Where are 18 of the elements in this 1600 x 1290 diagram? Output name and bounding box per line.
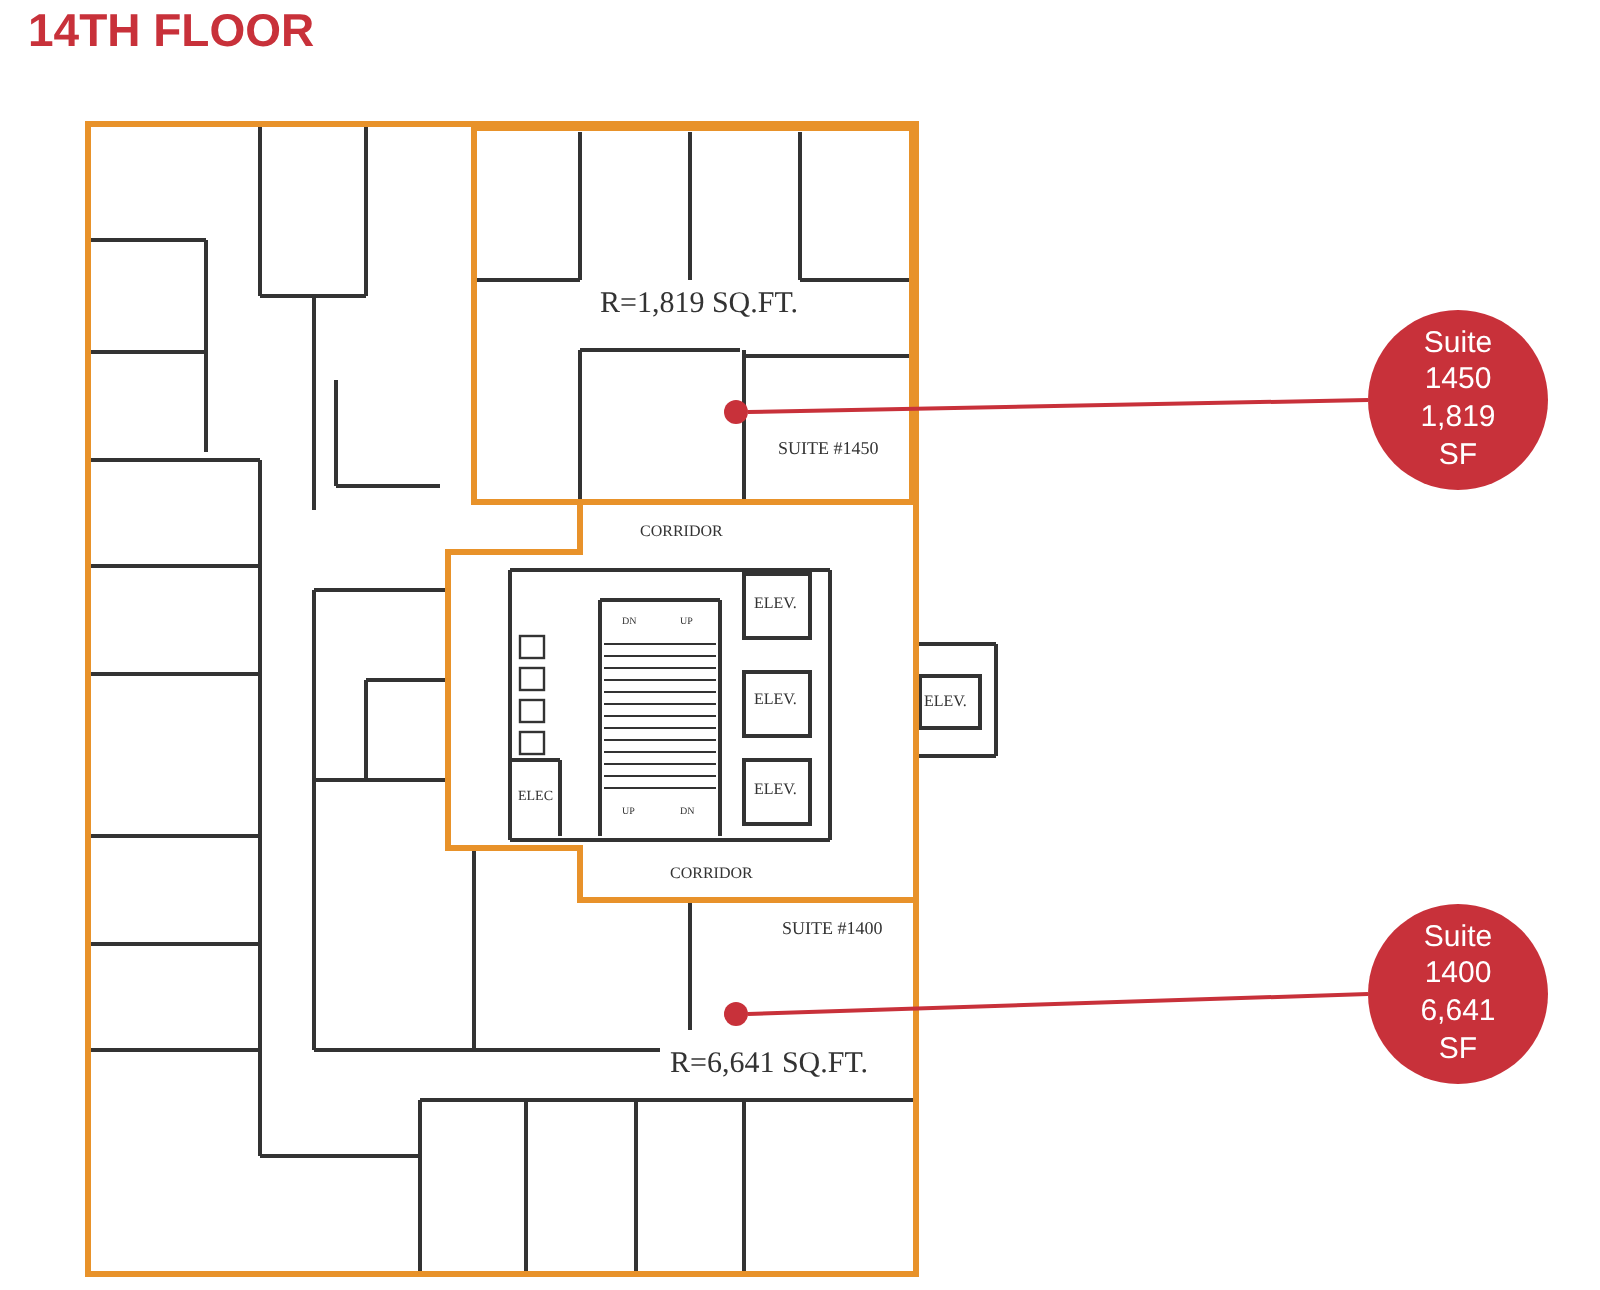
room-label: ELEV. <box>754 692 797 708</box>
corridor-label: CORRIDOR <box>640 524 723 540</box>
suite-outline <box>474 128 912 502</box>
room-label: ELEV. <box>924 694 967 710</box>
location-dot <box>724 400 748 424</box>
corridor-label: CORRIDOR <box>670 866 753 882</box>
room-label: ELEV. <box>754 596 797 612</box>
location-dot <box>724 1002 748 1026</box>
leader-line <box>747 992 1369 1016</box>
leader-line <box>747 398 1369 414</box>
suite-label: SUITE #1400 <box>782 920 883 938</box>
suite-callout: Suite 1400 6,641 SF <box>1368 904 1548 1084</box>
room-label: ELEV. <box>754 782 797 798</box>
suite-callout: Suite 1450 1,819 SF <box>1368 310 1548 490</box>
area-label: R=6,641 SQ.FT. <box>670 1050 869 1080</box>
suite-label: SUITE #1450 <box>778 440 879 458</box>
area-label: R=1,819 SQ.FT. <box>600 290 799 320</box>
title: 14TH FLOOR <box>28 4 315 58</box>
